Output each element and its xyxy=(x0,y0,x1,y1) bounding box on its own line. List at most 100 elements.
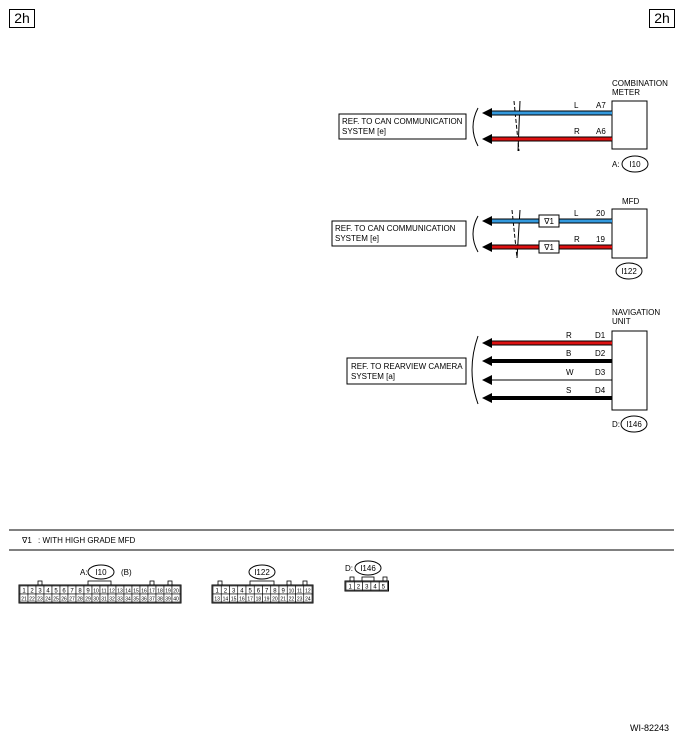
note-text: : WITH HIGH GRADE MFD xyxy=(38,536,136,545)
connector-pin-number: 5 xyxy=(248,588,252,594)
pin-label: A7 xyxy=(596,101,606,110)
wire-color-label: R xyxy=(574,127,580,136)
unit-label-line1: COMBINATION xyxy=(612,79,668,88)
connector-id-oval xyxy=(248,564,276,580)
connector-pin-number: 12 xyxy=(109,588,115,594)
connector-pin-cell xyxy=(378,581,388,591)
connector-pin-number: 1 xyxy=(348,584,352,590)
connector-pin-number: 7 xyxy=(70,588,74,594)
connector-pin-number: 16 xyxy=(141,588,147,594)
connector-pin-number: 19 xyxy=(264,596,270,602)
connector-pin-number: 24 xyxy=(45,596,51,602)
note-mark: ∇1 xyxy=(21,536,32,545)
connector-pin-number: 15 xyxy=(231,596,237,602)
reference-line2: SYSTEM [a] xyxy=(351,372,395,381)
wire-color-label: L xyxy=(574,209,579,218)
connector-bracket xyxy=(472,107,479,147)
reference-box xyxy=(346,357,467,385)
wire-arrow xyxy=(482,393,492,403)
connector-pin-number: 17 xyxy=(247,596,253,602)
connector-pin-number: 19 xyxy=(165,588,171,594)
connector-pin-number: 2 xyxy=(357,584,361,590)
option-mark-box xyxy=(538,214,560,228)
reference-line2: SYSTEM [e] xyxy=(335,234,379,243)
break-line xyxy=(516,209,521,259)
group-navigation-unit: NAVIGATION UNIT R D1 B D2 W D3 S D4 REF.… xyxy=(346,308,660,433)
wire-arrow xyxy=(482,375,492,385)
reference-line2: SYSTEM [e] xyxy=(342,127,386,136)
wire-color-label: L xyxy=(574,101,579,110)
connector-pin-number: 22 xyxy=(29,596,35,602)
combination-meter-box xyxy=(611,100,648,150)
connector-id-oval xyxy=(621,155,649,173)
unit-label-line1: NAVIGATION xyxy=(612,308,660,317)
connector-pin-number: 40 xyxy=(173,596,179,602)
diagram-id: WI-82243 xyxy=(630,723,669,733)
connector-pin-number: 14 xyxy=(223,596,229,602)
wire-arrow xyxy=(482,242,492,252)
connector-pin-number: 2 xyxy=(30,588,34,594)
connector-pin-number: 9 xyxy=(281,588,285,594)
connector-suffix: (B) xyxy=(121,568,132,577)
reference-box xyxy=(331,220,467,247)
connector-id-oval xyxy=(620,415,648,433)
connector-id-oval xyxy=(615,262,643,280)
wire-arrow xyxy=(482,216,492,226)
group-combination-meter: COMBINATION METER L A7 R A6 REF. TO CAN … xyxy=(338,79,668,173)
connector-pin-number: 36 xyxy=(141,596,147,602)
connector-id-oval xyxy=(354,560,382,576)
connector-prefix: A: xyxy=(612,160,620,169)
option-mark: ∇1 xyxy=(543,217,554,226)
page-tag-right: 2h xyxy=(649,9,675,28)
connector-pin-number: 21 xyxy=(21,596,27,602)
wire-arrow xyxy=(482,356,492,366)
connector-pin-number: 34 xyxy=(125,596,131,602)
connector-bracket xyxy=(472,215,479,253)
connector-pin-number: 15 xyxy=(133,588,139,594)
unit-label-line1: MFD xyxy=(622,197,640,206)
connector-pin-number: 7 xyxy=(265,588,269,594)
break-line xyxy=(517,100,521,152)
connector-id: I146 xyxy=(360,564,376,573)
connector-pin-number: 1 xyxy=(215,588,219,594)
connector-pin-number: 18 xyxy=(256,596,262,602)
connector-prefix: A: xyxy=(80,568,88,577)
wire-arrow xyxy=(482,134,492,144)
connector-pin-number: 13 xyxy=(214,596,220,602)
connector-pin-number: 16 xyxy=(239,596,245,602)
connector-pin-number: 4 xyxy=(240,588,244,594)
connector-pin-number: 2 xyxy=(224,588,228,594)
connector-pin-number: 26 xyxy=(61,596,67,602)
connector-bracket xyxy=(471,335,479,405)
wire-arrow xyxy=(482,108,492,118)
connector-prefix: D: xyxy=(612,420,620,429)
connector-pin-number: 39 xyxy=(165,596,171,602)
connector-pin-number: 37 xyxy=(149,596,155,602)
connector-pin-number: 8 xyxy=(78,588,82,594)
connector-pin-number: 20 xyxy=(173,588,179,594)
connector-pin-cell xyxy=(171,593,181,603)
pin-label: 19 xyxy=(596,235,605,244)
break-line xyxy=(511,209,518,259)
connector-pin-number: 17 xyxy=(149,588,155,594)
connector-pin-number: 20 xyxy=(272,596,278,602)
wire-color-label: B xyxy=(566,349,571,358)
connector-pin-number: 10 xyxy=(93,588,99,594)
connector-pin-number: 3 xyxy=(232,588,236,594)
connector-pin-number: 38 xyxy=(157,596,163,602)
connector-pin-number: 28 xyxy=(77,596,83,602)
connector-id: I122 xyxy=(621,267,637,276)
connector-pin-number: 32 xyxy=(109,596,115,602)
connector-pin-number: 35 xyxy=(133,596,139,602)
connector-pin-number: 18 xyxy=(157,588,163,594)
connector-pin-number: 23 xyxy=(37,596,43,602)
option-mark: ∇1 xyxy=(543,243,554,252)
wire-color-label: S xyxy=(566,386,571,395)
connector-pin-number: 23 xyxy=(297,596,303,602)
connector-pin-number: 11 xyxy=(297,588,302,594)
wire-arrow xyxy=(482,338,492,348)
